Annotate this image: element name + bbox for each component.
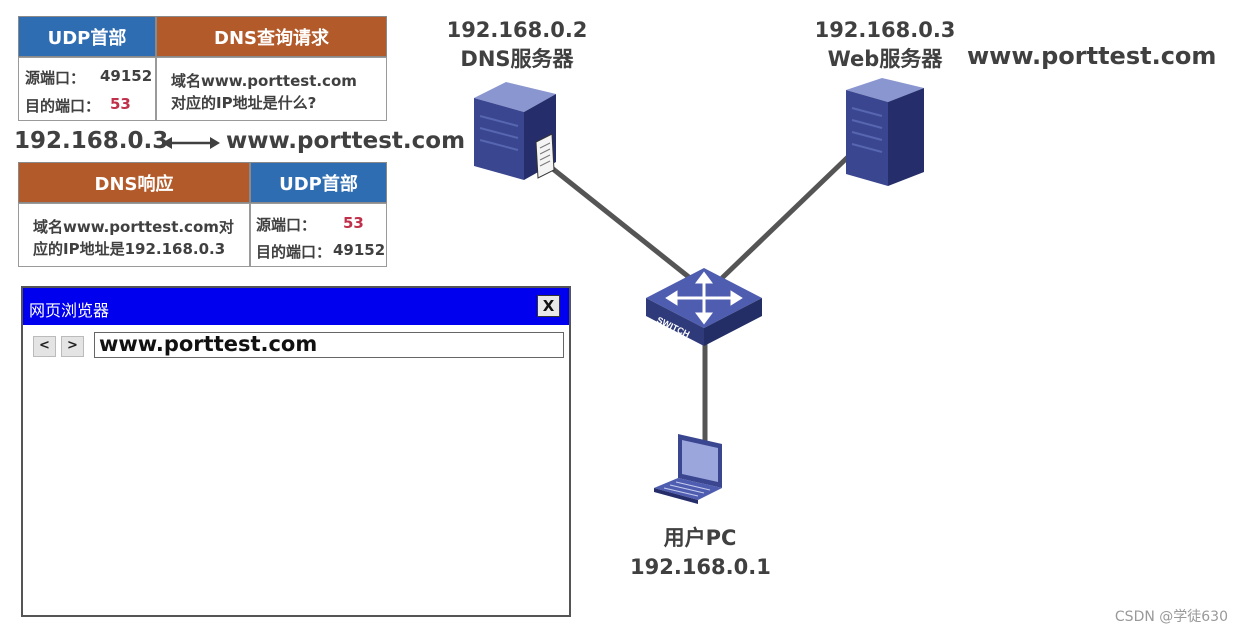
dns-query-header-title: DNS查询请求	[156, 16, 387, 57]
dns-response-header-title: DNS响应	[18, 162, 250, 203]
web-server-name: Web服务器	[827, 47, 943, 71]
forward-button[interactable]: >	[61, 336, 84, 357]
browser-title: 网页浏览器	[29, 301, 110, 320]
close-button[interactable]: X	[537, 295, 560, 317]
web-server-domain: www.porttest.com	[967, 42, 1217, 70]
pc-ip: 192.168.0.1	[630, 555, 771, 579]
back-button[interactable]: <	[33, 336, 56, 357]
web-server-ip: 192.168.0.3	[814, 18, 956, 42]
src-port-value: 49152	[100, 67, 153, 85]
answer-text-line2: 应的IP地址是192.168.0.3	[33, 240, 226, 258]
dst-port-value-2: 49152	[333, 241, 386, 259]
dst-port-label-2: 目的端口：	[256, 243, 332, 261]
dns-server-name: DNS服务器	[460, 47, 574, 71]
src-port-value-2: 53	[343, 214, 364, 232]
dns-server-label: 192.168.0.2 DNS服务器	[444, 16, 590, 74]
double-arrow-icon	[162, 137, 220, 149]
dst-port-label: 目的端口：	[25, 97, 101, 115]
browser-titlebar: 网页浏览器 X	[23, 288, 569, 325]
udp-header-title-2: UDP首部	[250, 162, 387, 203]
mapping-domain: www.porttest.com	[226, 128, 466, 154]
pc-name: 用户PC	[663, 526, 737, 550]
dns-answer-cell: 域名www.porttest.com对 应的IP地址是192.168.0.3	[18, 203, 250, 267]
dns-server-icon	[474, 82, 556, 180]
laptop-icon	[654, 434, 722, 504]
address-bar[interactable]: www.porttest.com	[94, 332, 564, 358]
udp-header-cell-2: 源端口： 53 目的端口： 49152	[250, 203, 387, 267]
browser-window: 网页浏览器 X < > www.porttest.com	[21, 286, 571, 617]
src-port-label-2: 源端口：	[256, 216, 317, 234]
dns-server-ip: 192.168.0.2	[446, 18, 588, 42]
query-text-line1: 域名www.porttest.com	[171, 72, 357, 90]
mapping-ip: 192.168.0.3	[14, 128, 169, 154]
answer-text-line1: 域名www.porttest.com对	[33, 218, 234, 236]
pc-label: 用户PC 192.168.0.1	[630, 524, 771, 582]
web-server-icon	[846, 78, 924, 186]
query-text-line2: 对应的IP地址是什么?	[171, 94, 317, 112]
udp-header-cell: 源端口： 49152 目的端口： 53	[18, 57, 156, 121]
src-port-label: 源端口：	[25, 69, 86, 87]
link-dns-switch	[546, 163, 692, 280]
web-server-label: 192.168.0.3 Web服务器	[812, 16, 958, 74]
dst-port-value: 53	[110, 95, 131, 113]
udp-header-title: UDP首部	[18, 16, 156, 57]
watermark: CSDN @学徒630	[1114, 609, 1228, 625]
switch-icon: SWITCH	[646, 268, 762, 346]
dns-query-cell: 域名www.porttest.com 对应的IP地址是什么?	[156, 57, 387, 121]
link-web-switch	[720, 153, 852, 280]
